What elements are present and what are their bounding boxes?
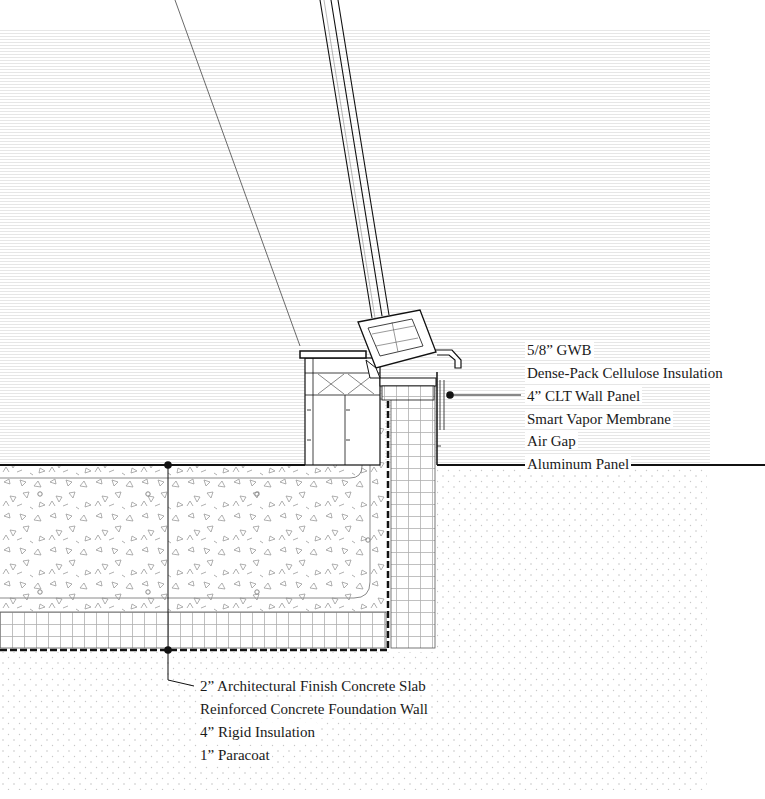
layer-label: Smart Vapor Membrane — [525, 410, 673, 428]
layer-label: 4” CLT Wall Panel — [525, 387, 642, 405]
layer-label: Aluminum Panel — [525, 455, 631, 473]
assembly-label: 1” Paracoat — [198, 746, 272, 764]
layer-label: Dense-Pack Cellulose Insulation — [525, 364, 725, 382]
layer-label: Air Gap — [525, 432, 578, 450]
assembly-label: Reinforced Concrete Foundation Wall — [198, 700, 430, 718]
assembly-label: 4” Rigid Insulation — [198, 723, 317, 741]
layer-label: 5/8” GWB — [525, 341, 594, 359]
assembly-label: 2” Architectural Finish Concrete Slab — [198, 677, 428, 695]
